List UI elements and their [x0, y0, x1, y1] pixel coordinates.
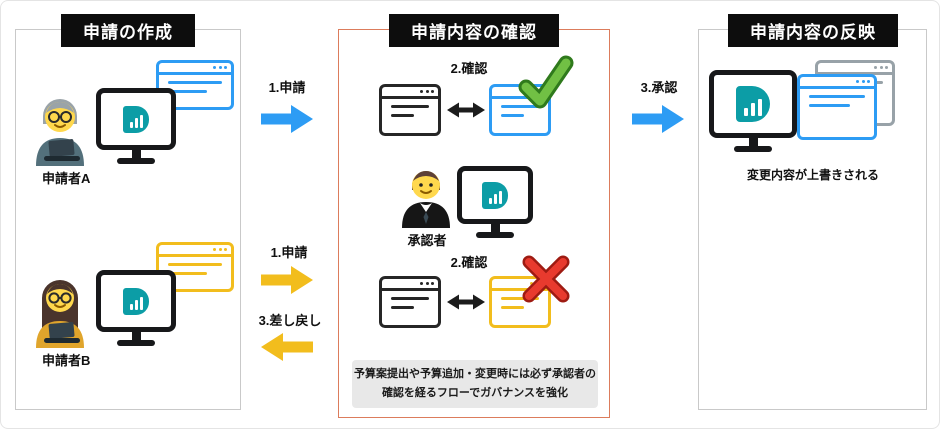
- panel-title-review: 申請内容の確認: [389, 14, 559, 47]
- browser-dot-icon: [530, 282, 533, 285]
- diggle-logo-icon: [736, 86, 770, 122]
- monitor-screen: [96, 270, 176, 332]
- governance-note: 予算案提出や予算追加・変更時には必ず承認者の 確認を経るフローでガバナンスを強化: [352, 360, 598, 408]
- applicant-a-person-icon: [36, 99, 84, 166]
- confirm-label-bottom: 2.確認: [450, 255, 488, 270]
- browser-titlebar: [159, 245, 231, 257]
- double-arrow-icon: [447, 294, 485, 310]
- browser-dot-icon: [218, 66, 222, 69]
- submit-arrow-bottom-icon: [261, 266, 313, 294]
- browser-content-line: [391, 105, 429, 108]
- cross-icon: [522, 255, 570, 303]
- monitor-stand: [748, 138, 758, 146]
- browser-window-icon-dark: [379, 84, 441, 136]
- browser-dot-icon: [213, 248, 216, 251]
- browser-dot-icon: [420, 90, 423, 93]
- approve-arrow-icon: [632, 105, 684, 133]
- browser-dot-icon: [224, 66, 227, 69]
- panel-application-apply: 変更内容が上書きされる: [698, 29, 927, 410]
- diggle-logo-icon: [123, 105, 149, 133]
- confirm-label-top: 2.確認: [450, 61, 488, 76]
- browser-dot-icon: [425, 90, 429, 93]
- monitor-screen: [457, 166, 533, 224]
- browser-dot-icon: [213, 66, 216, 69]
- browser-window-icon-blue: [797, 74, 877, 140]
- browser-dot-icon: [861, 80, 865, 83]
- browser-dot-icon: [224, 248, 227, 251]
- approver-label: 承認者: [407, 233, 447, 248]
- submit-arrow-top-icon: [261, 105, 313, 133]
- governance-note-line1: 予算案提出や予算追加・変更時には必ず承認者の: [354, 368, 596, 381]
- browser-dot-icon: [879, 66, 883, 69]
- approve-label: 3.承認: [640, 80, 678, 95]
- browser-content-line: [501, 297, 539, 300]
- browser-titlebar: [818, 63, 892, 75]
- browser-titlebar: [382, 279, 438, 291]
- monitor-stand: [131, 332, 141, 340]
- browser-content-line: [168, 81, 222, 84]
- browser-content-line: [168, 263, 222, 266]
- browser-window-icon-dark: [379, 276, 441, 328]
- applicant-a-label: 申請者A: [42, 171, 91, 186]
- browser-content-line: [501, 105, 539, 108]
- diggle-logo-icon: [482, 181, 508, 209]
- browser-titlebar: [800, 77, 874, 89]
- diggle-logo-icon: [123, 287, 149, 315]
- browser-dot-icon: [856, 80, 859, 83]
- monitor-base: [117, 158, 155, 164]
- browser-content-line: [809, 95, 865, 98]
- governance-note-line2: 確認を経るフローでガバナンスを強化: [381, 387, 569, 399]
- browser-dot-icon: [867, 80, 870, 83]
- monitor-base: [117, 340, 155, 346]
- browser-dot-icon: [885, 66, 888, 69]
- applicant-b-person-icon: [36, 280, 84, 348]
- browser-titlebar: [159, 63, 231, 75]
- panel-title-apply: 申請内容の反映: [728, 14, 898, 47]
- browser-dot-icon: [431, 90, 434, 93]
- panel-application-review: 2.確認: [338, 29, 610, 418]
- monitor-screen: [709, 70, 797, 138]
- double-arrow-icon: [447, 102, 485, 118]
- approver-person-icon: [402, 171, 450, 228]
- browser-content-line: [391, 306, 414, 309]
- monitor-icon: [96, 88, 176, 164]
- panel-title-creation: 申請の作成: [61, 14, 195, 47]
- monitor-icon: [96, 270, 176, 346]
- browser-dot-icon: [425, 282, 429, 285]
- monitor-stand: [131, 150, 141, 158]
- browser-dot-icon: [431, 282, 434, 285]
- monitor-icon: [709, 70, 797, 152]
- browser-titlebar: [382, 87, 438, 99]
- send-back-label: 3.差し戻し: [258, 313, 322, 328]
- browser-content-line: [391, 114, 414, 117]
- applicant-b-label: 申請者B: [42, 353, 91, 368]
- monitor-base: [734, 146, 772, 152]
- monitor-icon: [457, 166, 533, 238]
- monitor-screen: [96, 88, 176, 150]
- browser-content-line: [168, 90, 207, 93]
- submit-top-label: 1.申請: [268, 80, 306, 95]
- browser-content-line: [501, 306, 524, 309]
- submit-bottom-label: 1.申請: [270, 245, 308, 260]
- apply-caption: 変更内容が上書きされる: [746, 168, 880, 182]
- monitor-stand: [490, 224, 500, 232]
- browser-content-line: [391, 297, 429, 300]
- browser-dot-icon: [218, 248, 222, 251]
- browser-dot-icon: [874, 66, 877, 69]
- send-back-arrow-icon: [261, 333, 313, 361]
- browser-content-line: [168, 272, 207, 275]
- check-icon: [518, 55, 574, 109]
- browser-content-line: [501, 114, 524, 117]
- panel-application-creation: 申請者A 申請者B: [15, 29, 241, 410]
- monitor-base: [476, 232, 514, 238]
- browser-content-line: [809, 104, 850, 107]
- browser-dot-icon: [420, 282, 423, 285]
